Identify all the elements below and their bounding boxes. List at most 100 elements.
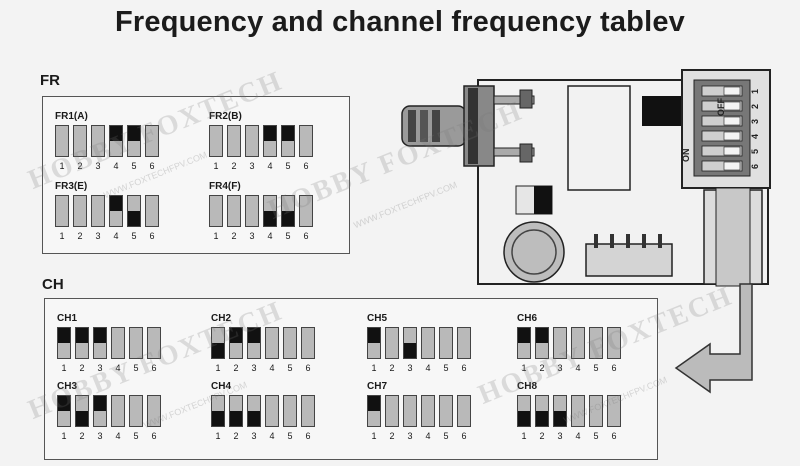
switch-number: 5 xyxy=(443,431,449,441)
switch-number: 2 xyxy=(77,161,83,171)
switch-knob xyxy=(248,328,260,343)
switch-group-label: CH2 xyxy=(211,313,232,324)
switch-number: 1 xyxy=(61,431,67,441)
switch-number: 6 xyxy=(611,431,617,441)
switch-knob xyxy=(264,211,276,226)
dip-switch-1 xyxy=(367,395,381,427)
device-dip-slot xyxy=(701,85,743,97)
switch-number: 3 xyxy=(97,363,103,373)
dip-switch-2 xyxy=(227,195,241,227)
switch-number: 4 xyxy=(269,431,275,441)
switch-number: 4 xyxy=(115,363,121,373)
antenna-connector xyxy=(401,85,535,167)
switch-knob xyxy=(230,328,242,343)
switch-number: 6 xyxy=(461,363,467,373)
switch-number: 4 xyxy=(575,363,581,373)
switch-number: 6 xyxy=(149,231,155,241)
dip-switch-5 xyxy=(589,327,603,359)
switch-number: 5 xyxy=(131,231,137,241)
pin-header xyxy=(585,234,673,277)
switch-group-label: CH7 xyxy=(367,381,388,392)
dip-switch-3 xyxy=(91,195,105,227)
dip-switch-5 xyxy=(439,395,453,427)
switch-number: 3 xyxy=(95,231,101,241)
switch-knob xyxy=(282,211,294,226)
dip-switch-2 xyxy=(75,395,89,427)
switch-number: 6 xyxy=(461,431,467,441)
fr-section-label: FR xyxy=(40,72,60,89)
dip-switch-1 xyxy=(57,395,71,427)
dip-switch-3 xyxy=(91,125,105,157)
dip-switch-6 xyxy=(457,327,471,359)
switch-number: 5 xyxy=(131,161,137,171)
switch-knob xyxy=(212,343,224,358)
device-dip-number: 4 xyxy=(750,134,760,139)
switch-number: 3 xyxy=(95,161,101,171)
dip-switch-3 xyxy=(553,327,567,359)
switch-number: 5 xyxy=(593,363,599,373)
dip-switch-5 xyxy=(283,395,297,427)
dip-switch-4 xyxy=(263,125,277,157)
dip-switch-5 xyxy=(281,195,295,227)
dip-switch-4 xyxy=(265,395,279,427)
switch-knob xyxy=(536,411,548,426)
dip-switch-1 xyxy=(55,125,69,157)
switch-knob xyxy=(518,328,530,343)
dip-switch-5 xyxy=(283,327,297,359)
dip-switch-4 xyxy=(571,327,585,359)
switch-knob xyxy=(368,328,380,343)
switch-number: 2 xyxy=(79,431,85,441)
page-title: Frequency and channel frequency tablev xyxy=(114,6,686,38)
switch-number: 6 xyxy=(149,161,155,171)
dip-switch-6 xyxy=(299,195,313,227)
switch-number: 2 xyxy=(539,363,545,373)
device-dip-slot xyxy=(701,160,743,172)
dip-switch-2 xyxy=(75,327,89,359)
dip-switch-2 xyxy=(73,195,87,227)
switch-number: 2 xyxy=(389,431,395,441)
device-dip-number: 6 xyxy=(750,164,760,169)
switch-number: 6 xyxy=(303,231,309,241)
dip-switch-6 xyxy=(299,125,313,157)
switch-number: 5 xyxy=(287,363,293,373)
switch-group-label: CH5 xyxy=(367,313,388,324)
dip-switch-1 xyxy=(209,195,223,227)
dip-on-label: ON xyxy=(681,149,691,163)
dip-switch-5 xyxy=(129,395,143,427)
dip-switch-4 xyxy=(109,125,123,157)
device-dip-knob xyxy=(723,116,741,126)
device-dip-slot xyxy=(701,130,743,142)
dip-switch-3 xyxy=(245,195,259,227)
switch-knob xyxy=(94,328,106,343)
switch-knob xyxy=(282,126,294,141)
switch-number: 6 xyxy=(151,431,157,441)
switch-knob xyxy=(76,411,88,426)
device-dip-number: 1 xyxy=(750,89,760,94)
switch-number: 2 xyxy=(231,231,237,241)
switch-number: 6 xyxy=(305,431,311,441)
dip-switch-3 xyxy=(247,327,261,359)
dip-switch-4 xyxy=(111,327,125,359)
dip-switch-1 xyxy=(211,395,225,427)
dip-switch-4 xyxy=(265,327,279,359)
switch-number: 3 xyxy=(407,431,413,441)
dip-switch-5 xyxy=(129,327,143,359)
dip-switch-2 xyxy=(229,395,243,427)
chip-outline xyxy=(567,85,631,191)
switch-number: 3 xyxy=(97,431,103,441)
switch-number: 1 xyxy=(213,161,219,171)
pointer-arrow xyxy=(674,283,753,394)
switch-number: 4 xyxy=(269,363,275,373)
dip-switch-block xyxy=(681,69,771,189)
dip-switch-5 xyxy=(439,327,453,359)
component-black xyxy=(642,96,682,126)
switch-number: 6 xyxy=(151,363,157,373)
switch-number: 1 xyxy=(215,363,221,373)
dip-switch-2 xyxy=(73,125,87,157)
dip-switch-6 xyxy=(147,327,161,359)
